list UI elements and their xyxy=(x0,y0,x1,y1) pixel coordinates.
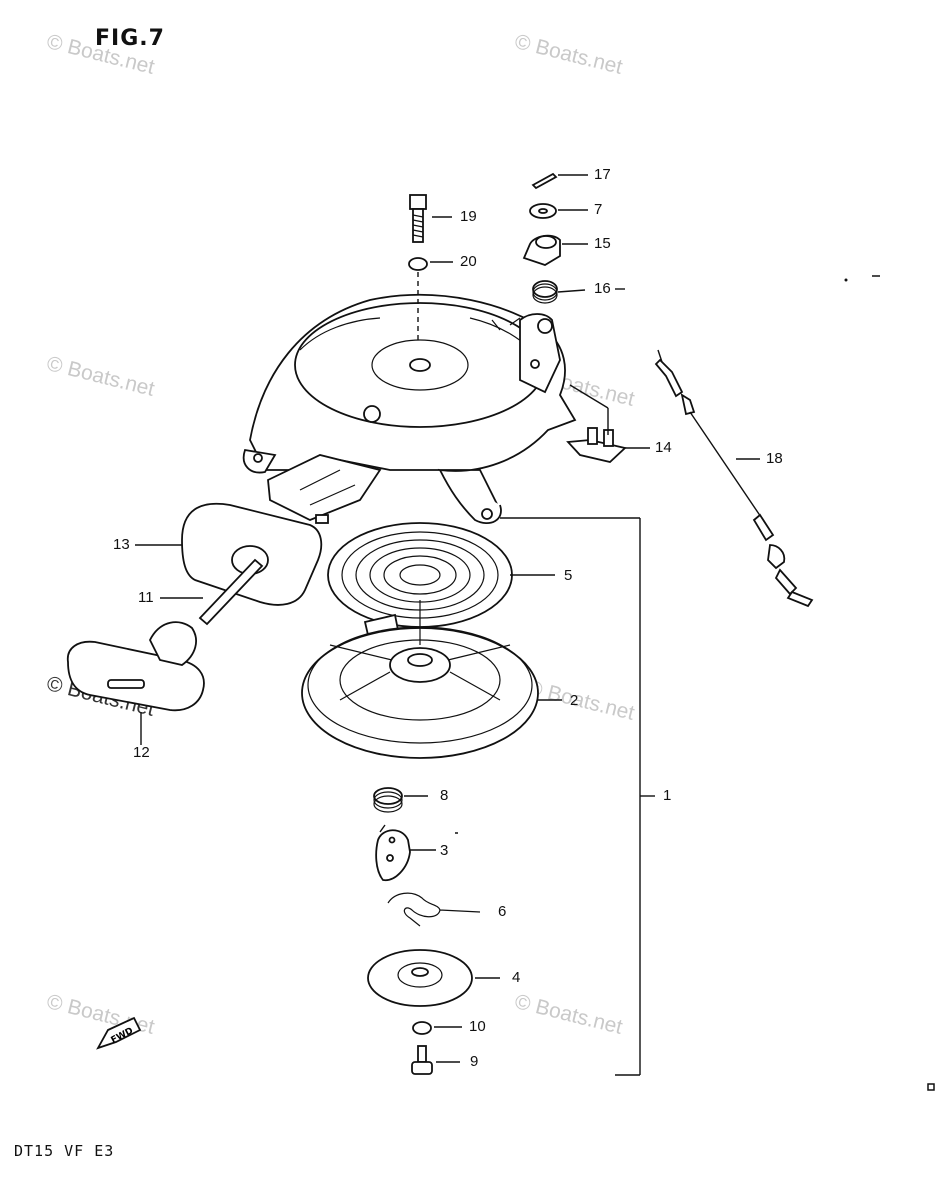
callout-11: 11 xyxy=(138,589,154,606)
part-3-ratchet xyxy=(375,824,436,881)
part-20-lock-washer xyxy=(408,257,453,340)
part-16-spring xyxy=(532,280,625,304)
callout-4: 4 xyxy=(512,969,521,986)
callout-16: 16 xyxy=(594,280,611,297)
callout-20: 20 xyxy=(460,253,477,270)
part-12-handle xyxy=(66,621,205,745)
callout-6: 6 xyxy=(498,903,507,920)
part-15-cam xyxy=(522,234,588,266)
callout-3: 3 xyxy=(440,842,449,859)
part-9-bolt xyxy=(411,1045,460,1075)
callout-8: 8 xyxy=(440,787,449,804)
part-8-return-spring xyxy=(373,787,428,813)
stray-marks xyxy=(455,275,935,1091)
part-4-drive-plate xyxy=(367,949,500,1007)
fwd-arrow-icon: FWD xyxy=(96,1016,142,1050)
callout-14: 14 xyxy=(655,439,672,456)
part-5-recoil-spring xyxy=(327,522,555,637)
part-7-washer xyxy=(529,203,588,219)
part-11-rope xyxy=(160,558,264,626)
callout-17: 17 xyxy=(594,166,611,183)
callout-10: 10 xyxy=(469,1018,486,1035)
part-10-washer xyxy=(412,1021,462,1035)
callout-19: 19 xyxy=(460,208,477,225)
part-6-friction-spring xyxy=(387,892,481,927)
figure-title: FIG.7 xyxy=(95,26,165,51)
callout-13: 13 xyxy=(113,536,130,553)
starter-housing xyxy=(242,293,577,525)
callout-18: 18 xyxy=(766,450,783,467)
callout-1: 1 xyxy=(663,787,672,804)
callout-9: 9 xyxy=(470,1053,479,1070)
part-1-assembly-bracket xyxy=(500,517,655,1076)
part-14-stopper xyxy=(566,384,650,463)
callout-7: 7 xyxy=(594,201,603,218)
callout-12: 12 xyxy=(133,744,150,761)
model-code: DT15 VF E3 xyxy=(14,1142,115,1160)
callout-2: 2 xyxy=(570,692,579,709)
callout-15: 15 xyxy=(594,235,611,252)
part-19-bolt xyxy=(409,194,452,243)
part-17-pin xyxy=(531,172,588,190)
part-2-reel xyxy=(301,600,562,759)
callout-5: 5 xyxy=(564,567,573,584)
part-18-cable xyxy=(654,349,814,608)
